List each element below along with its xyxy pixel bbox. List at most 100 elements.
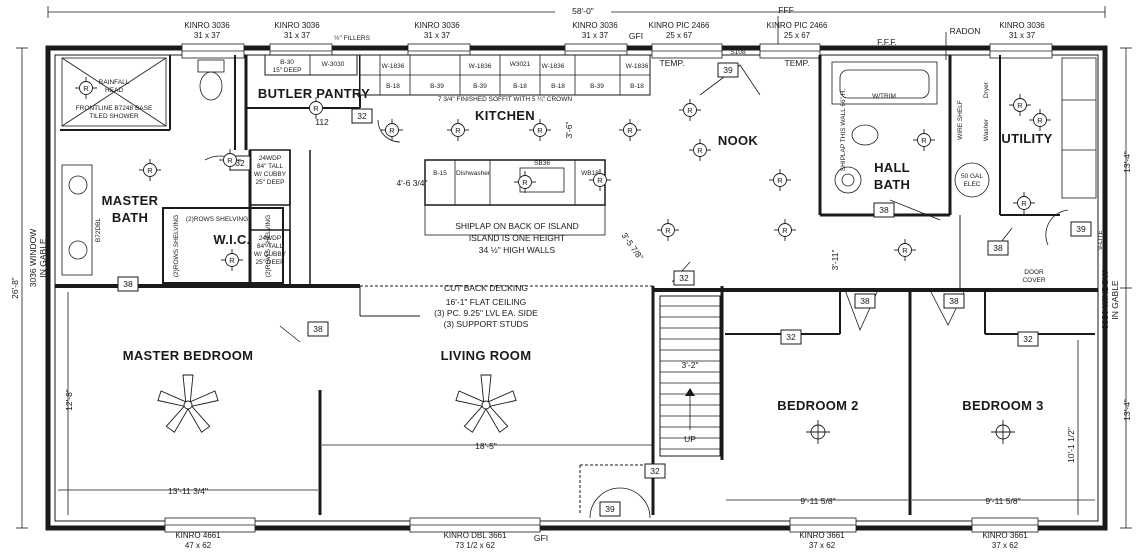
- receptacle-icon: R: [219, 149, 241, 171]
- door-cover-line1: DOOR: [1024, 269, 1044, 276]
- svg-text:32: 32: [786, 332, 796, 342]
- room-master-bath-line2: BATH: [112, 210, 148, 225]
- island-height-note: ISLAND IS ONE HEIGHT: [469, 233, 565, 243]
- top-window-7-size: 31 x 37: [1009, 31, 1036, 40]
- door-tag-39-nook: 39: [717, 62, 739, 78]
- svg-text:112: 112: [315, 117, 329, 127]
- ceiling-fan-icon: [157, 374, 219, 433]
- cab-b30: B-30: [280, 59, 294, 66]
- note-flat-ceiling: 16'-1" FLAT CEILING: [446, 297, 526, 307]
- room-labels: MASTER BATH W.I.C. BUTLER PANTRY KITCHEN…: [102, 86, 1053, 413]
- top-window-2-name: KINRO 3036: [274, 21, 320, 30]
- door-tag-38-bed2: 38: [854, 293, 876, 309]
- svg-text:32: 32: [679, 273, 689, 283]
- dryer-label: Dryer: [983, 81, 990, 98]
- door-tag-32-pantry: 32: [351, 108, 373, 124]
- fillers-note: ½" FILLERS: [334, 34, 371, 42]
- kitchen-island: B-15 Dishwasher SB36 WB18 SHIPLAP ON BAC…: [424, 159, 606, 255]
- bottom-window-2-size: 73 1/2 x 62: [455, 541, 495, 550]
- water-heater-line2: ELEC: [964, 181, 981, 188]
- top-window-5: KINRO PIC 2466 25 x 67: [649, 21, 723, 59]
- cab-w1836-3: W-1836: [542, 63, 565, 70]
- fixtures: RAINFALL HEAD FRONTLINE B7248 BASE TILED…: [61, 57, 1097, 276]
- dim-kitchen-depth: 3'-6": [564, 122, 574, 139]
- top-window-2-size: 31 x 37: [284, 31, 311, 40]
- room-master-bedroom: MASTER BEDROOM: [123, 348, 254, 363]
- cab-w1836-2: W-1836: [469, 63, 492, 70]
- interior-walls: [55, 55, 1098, 515]
- left-gable-window-line1: 3036 WINDOW: [28, 229, 38, 288]
- receptacle-icon: R: [619, 119, 641, 141]
- dim-bed3-width: 9'-11 5/8": [985, 496, 1020, 506]
- svg-text:R: R: [313, 104, 319, 113]
- bottom-window-1: KINRO 4661 47 x 62: [164, 517, 256, 550]
- svg-text:38: 38: [860, 296, 870, 306]
- room-bedroom-2: BEDROOM 2: [777, 398, 858, 413]
- bottom-window-3-name: KINRO 3661: [799, 531, 845, 540]
- receptacle-icon: R: [894, 239, 916, 261]
- receptacle-icon: R: [139, 159, 161, 181]
- rainfall-line2: HEAD: [105, 87, 123, 94]
- wdp-2-line1: 24WDP: [259, 235, 281, 242]
- svg-text:R: R: [697, 146, 703, 155]
- bottom-window-3-size: 37 x 62: [809, 541, 836, 550]
- wdp-1-line3: W/ CUBBY: [254, 171, 287, 178]
- svg-text:R: R: [782, 226, 788, 235]
- svg-text:32: 32: [235, 158, 245, 168]
- door-tag-38-bed3: 38: [943, 293, 965, 309]
- ceiling-fan-icon: [455, 374, 517, 433]
- right-gable-window-line2: IN GABLE: [1110, 280, 1120, 320]
- wdp-2-line3: W/ CUBBY: [254, 251, 287, 258]
- pantry-cabinets: B-30 15" DEEP W-3030 ½" FILLERS: [264, 34, 371, 76]
- cab-w3030: W-3030: [322, 61, 345, 68]
- wdp-1-line2: 84" TALL: [257, 163, 284, 170]
- ceiling-fans: [157, 374, 517, 433]
- receptacle-icon: R: [75, 77, 97, 99]
- vanity-label: B72DBL: [95, 218, 102, 243]
- room-master-bath-line1: MASTER: [102, 193, 159, 208]
- note-studs: (3) SUPPORT STUDS: [444, 319, 529, 329]
- cab-b18-1: B-18: [386, 83, 400, 90]
- top-window-6-size: 25 x 67: [784, 31, 811, 40]
- door-cover-line2: COVER: [1022, 277, 1045, 284]
- svg-text:32: 32: [650, 466, 660, 476]
- receptacle-icon: R: [769, 169, 791, 191]
- stair-width-dim: 3'-2": [682, 360, 699, 370]
- room-nook: NOOK: [718, 133, 759, 148]
- left-gable-window-label: 3036 WINDOW: [28, 229, 38, 288]
- cab-b18-4: B-18: [630, 83, 644, 90]
- bottom-window-2: KINRO DBL 3661 73 1/2 x 62: [409, 517, 541, 550]
- cab-b30-deep: 15" DEEP: [272, 67, 301, 74]
- cab-w1836-4: W-1836: [626, 63, 649, 70]
- top-window-4-name: KINRO 3036: [572, 21, 618, 30]
- radon-label: RADON: [950, 26, 981, 36]
- receptacle-icon: R: [1009, 94, 1031, 116]
- overall-width-dimension: 58'-0": [47, 4, 1106, 18]
- note-shelving: (2)ROWS SHELVING: [186, 216, 248, 223]
- svg-text:R: R: [522, 178, 528, 187]
- top-window-3-size: 31 x 37: [424, 31, 451, 40]
- receptacle-icon: R: [447, 119, 469, 141]
- svg-text:R: R: [597, 176, 603, 185]
- top-window-5-name: KINRO PIC 2466: [649, 21, 710, 30]
- dim-master-depth: 12'-8": [64, 389, 74, 411]
- receptacle-icon: R: [529, 119, 551, 141]
- note-lvl: (3) PC. 9.25" LVL EA. SIDE: [434, 308, 538, 318]
- receptacle-icon: R: [689, 139, 711, 161]
- svg-text:32: 32: [1023, 334, 1033, 344]
- svg-text:39: 39: [723, 65, 733, 75]
- cab-b39-3: B-39: [590, 83, 604, 90]
- door-size-tags: 32 38 38 32 32 39 38 38 38 38 39 32 32 3…: [117, 62, 1092, 517]
- dim-bed3-depth: 10'-1 1/2": [1066, 427, 1076, 463]
- top-window-7: KINRO 3036 31 x 37: [989, 21, 1053, 59]
- top-window-5-size: 25 x 67: [666, 31, 693, 40]
- island-b15: B-15: [433, 170, 447, 177]
- svg-text:R: R: [537, 126, 543, 135]
- door-tag-38-hall: 38: [873, 202, 895, 218]
- dim-island-gap: 3'-5 7/8": [619, 231, 645, 262]
- receptacle-icon: R: [679, 99, 701, 121]
- s108-label: S108: [730, 49, 746, 56]
- receptacle-icon: R: [514, 171, 536, 193]
